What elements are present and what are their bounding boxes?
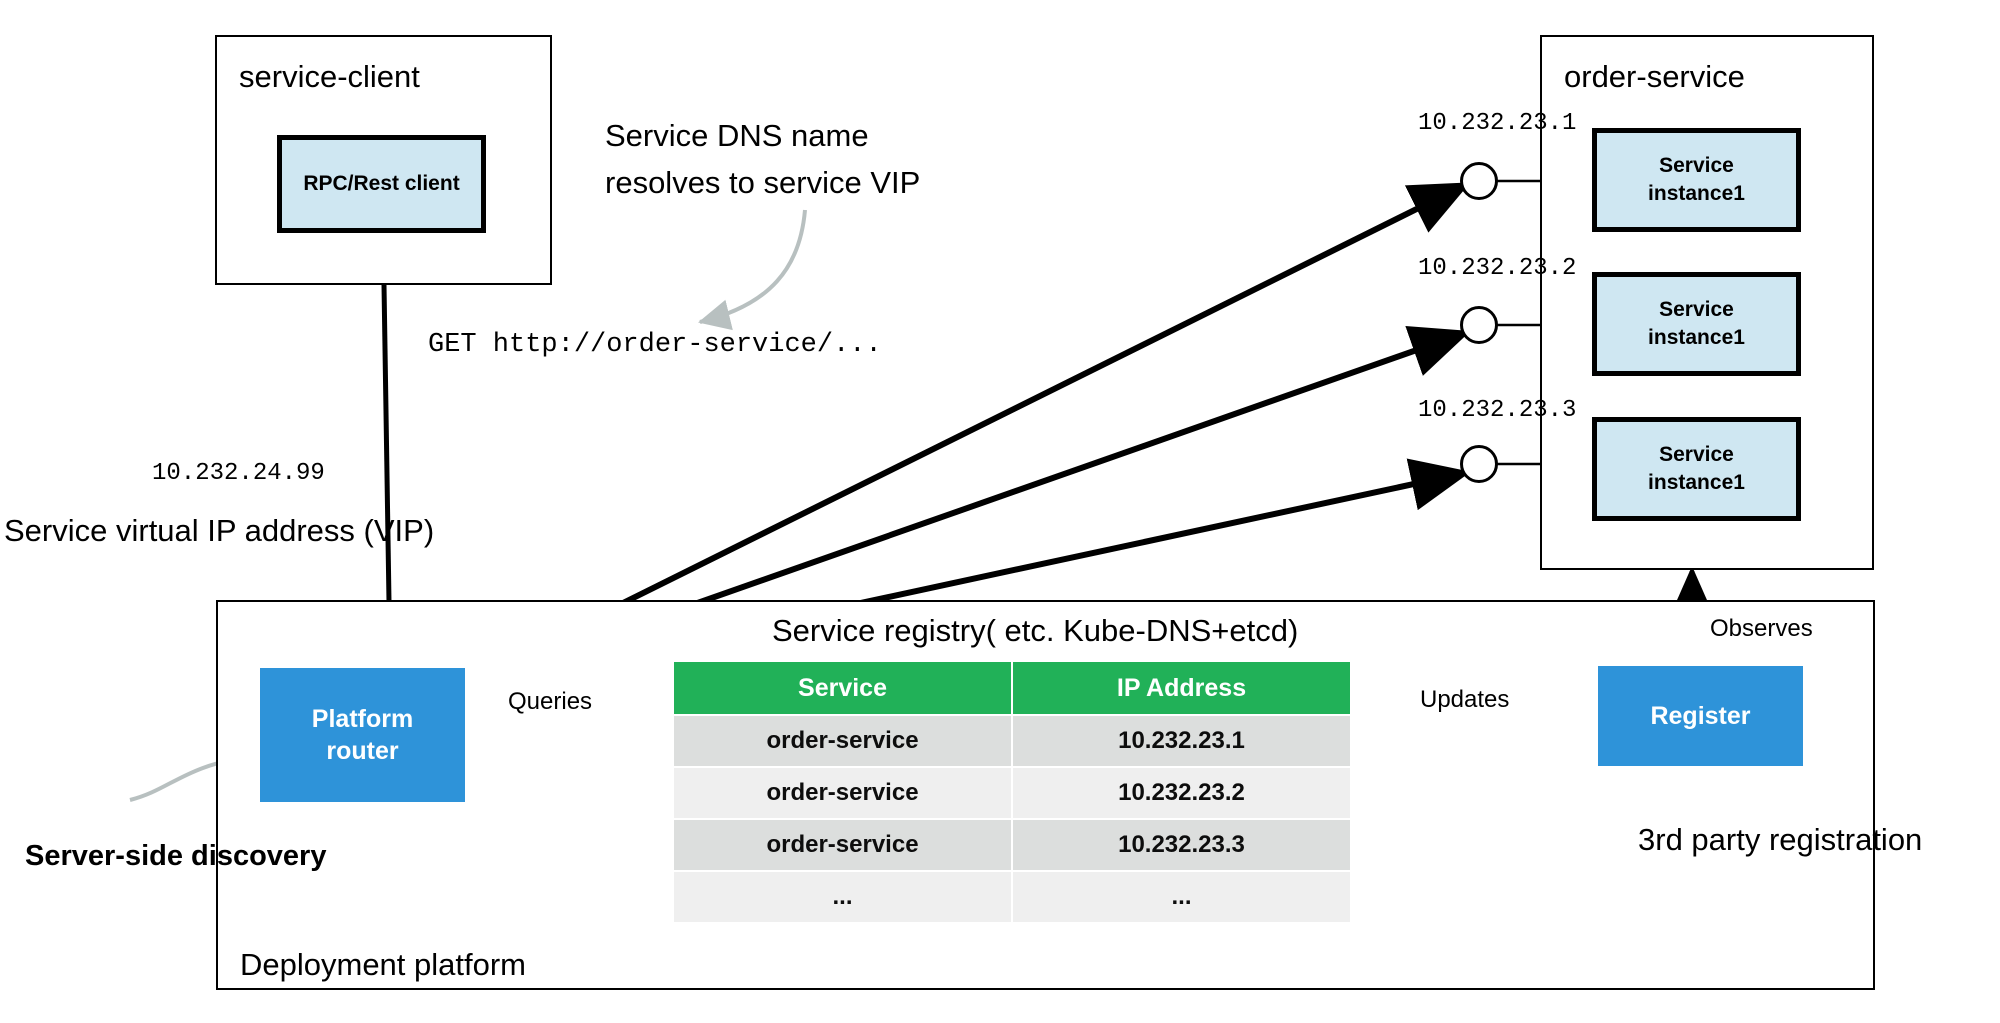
cell-service: ... (674, 872, 1011, 922)
vip-caption: Service virtual IP address (VIP) (4, 513, 435, 548)
instance-ip-1: 10.232.23.1 (1418, 110, 1577, 137)
dns-note-line2: resolves to service VIP (605, 165, 921, 200)
server-side-discovery-caption: Server-side discovery (25, 840, 327, 872)
instance-node-circle-3 (1460, 445, 1498, 483)
service-instance-label-2: Service instance1 (1648, 298, 1745, 349)
column-header-ip: IP Address (1013, 662, 1350, 714)
column-header-service: Service (674, 662, 1011, 714)
cell-ip: 10.232.23.3 (1013, 820, 1350, 870)
third-party-registration-caption: 3rd party registration (1638, 822, 1923, 857)
cell-service: order-service (674, 768, 1011, 818)
service-instance-box-3: Service instance1 (1592, 417, 1801, 521)
table-row: order-service 10.232.23.2 (674, 768, 1350, 818)
dns-note-line1: Service DNS name (605, 118, 869, 153)
table-row: order-service 10.232.23.3 (674, 820, 1350, 870)
service-instance-label-1: Service instance1 (1648, 154, 1745, 205)
cell-ip: 10.232.23.1 (1013, 716, 1350, 766)
instance-ip-3: 10.232.23.3 (1418, 397, 1577, 424)
service-registry-table-wrap: Service IP Address order-service 10.232.… (672, 660, 1352, 924)
order-service-title: order-service (1564, 59, 1745, 94)
vip-address-text: 10.232.24.99 (152, 460, 325, 487)
service-client-title: service-client (239, 59, 420, 94)
instance-ip-2: 10.232.23.2 (1418, 255, 1577, 282)
table-row: order-service 10.232.23.1 (674, 716, 1350, 766)
deployment-platform-title: Deployment platform (240, 947, 527, 982)
dns-hint-arrow (698, 209, 807, 331)
observes-label: Observes (1710, 615, 1813, 642)
service-registry-table: Service IP Address order-service 10.232.… (672, 660, 1352, 924)
cell-ip: 10.232.23.2 (1013, 768, 1350, 818)
cell-service: order-service (674, 820, 1011, 870)
register-label: Register (1650, 701, 1751, 730)
service-instance-box-2: Service instance1 (1592, 272, 1801, 376)
rpc-rest-client-label: RPC/Rest client (303, 172, 460, 196)
http-request-text: GET http://order-service/... (428, 330, 882, 360)
updates-label: Updates (1420, 686, 1510, 713)
table-header-row: Service IP Address (674, 662, 1350, 714)
platform-router-label: Platform router (311, 704, 414, 766)
queries-label: Queries (508, 688, 593, 715)
cell-service: order-service (674, 716, 1011, 766)
cell-ip: ... (1013, 872, 1350, 922)
platform-router-box: Platform router (260, 668, 465, 802)
rpc-rest-client-box: RPC/Rest client (277, 135, 486, 233)
register-box: Register (1598, 666, 1803, 766)
service-instance-label-3: Service instance1 (1648, 443, 1745, 494)
instance-node-circle-1 (1460, 162, 1498, 200)
instance-node-circle-2 (1460, 306, 1498, 344)
service-registry-title: Service registry( etc. Kube-DNS+etcd) (772, 613, 1299, 648)
service-instance-box-1: Service instance1 (1592, 128, 1801, 232)
table-row: ... ... (674, 872, 1350, 922)
